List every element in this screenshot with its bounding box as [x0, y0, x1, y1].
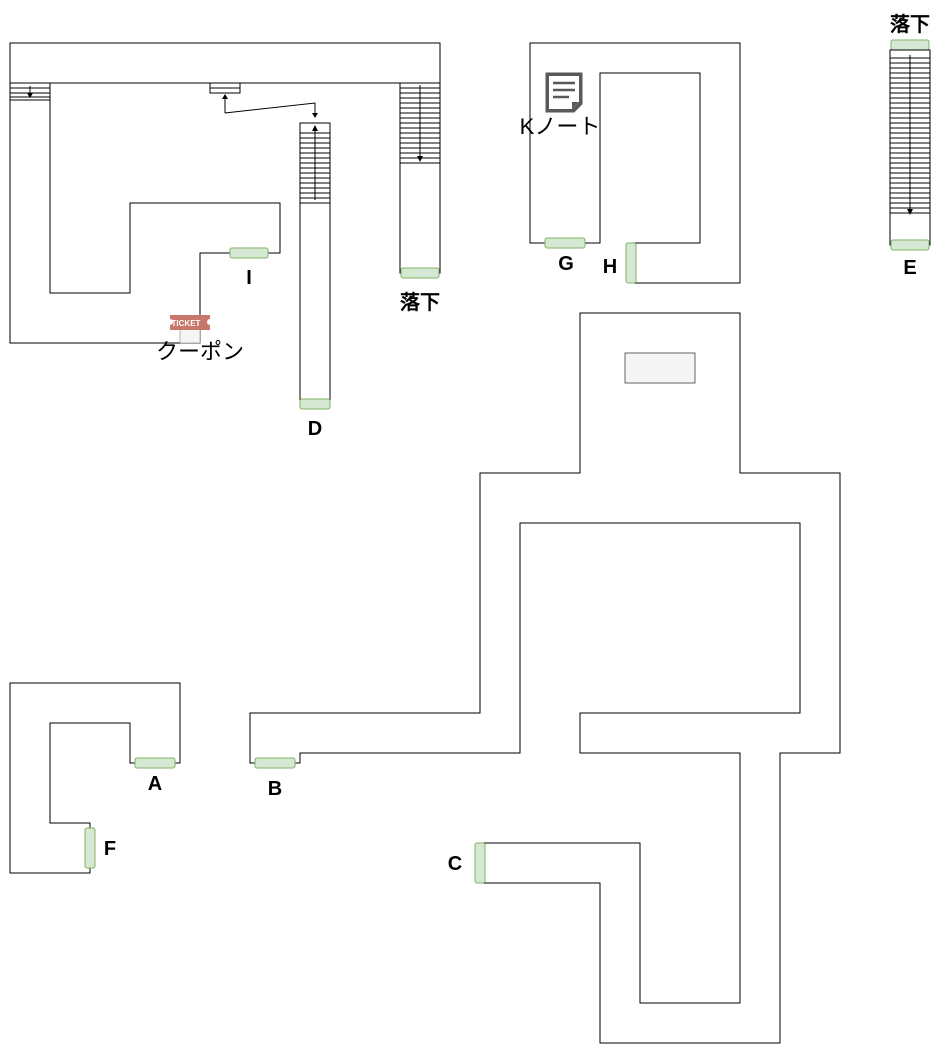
door-c-label: C — [448, 853, 462, 875]
fall-1-door[interactable] — [400, 267, 440, 279]
door-c[interactable] — [474, 842, 486, 884]
door-h[interactable] — [625, 242, 637, 284]
door-d[interactable] — [299, 398, 331, 410]
staircase-fall-2: 落下 E — [889, 13, 931, 279]
door-d-label: D — [308, 418, 322, 440]
door-i-label: I — [246, 267, 252, 289]
door-f-label: F — [104, 838, 116, 860]
door-e[interactable] — [890, 239, 930, 251]
connector-arrow-2 — [224, 102, 316, 115]
door-f[interactable] — [84, 827, 96, 869]
upper-left-area: 落下 I TICKET クーポン — [9, 42, 441, 364]
door-i[interactable] — [229, 247, 269, 259]
fall-2-top-door[interactable] — [890, 39, 930, 51]
svg-text:TICKET: TICKET — [172, 319, 201, 328]
door-g[interactable] — [544, 237, 586, 249]
door-h-label: H — [603, 256, 617, 278]
door-b[interactable] — [254, 757, 296, 769]
ticket-icon[interactable]: TICKET — [170, 315, 210, 344]
door-b-label: B — [268, 778, 282, 800]
staircase-d — [299, 122, 331, 404]
door-e-label: E — [903, 257, 916, 279]
note-label: Kノート — [520, 114, 601, 139]
lower-left-room-wall — [9, 682, 181, 874]
note-document-icon[interactable] — [545, 72, 583, 113]
note-room-area: Kノート G H — [520, 42, 741, 284]
lower-right-complex: B C — [249, 312, 841, 1044]
fall-2-label: 落下 — [890, 13, 930, 36]
staircase-left — [9, 82, 51, 101]
door-g-label: G — [558, 253, 574, 275]
coupon-label: クーポン — [156, 339, 244, 364]
fall-1-label: 落下 — [400, 291, 440, 314]
lower-left-room: A F — [9, 682, 181, 874]
complex-outer-wall — [249, 312, 841, 1044]
staircase-fall-1 — [399, 82, 441, 274]
door-a-label: A — [148, 773, 162, 795]
door-a[interactable] — [134, 757, 176, 769]
display-panel — [624, 352, 696, 384]
